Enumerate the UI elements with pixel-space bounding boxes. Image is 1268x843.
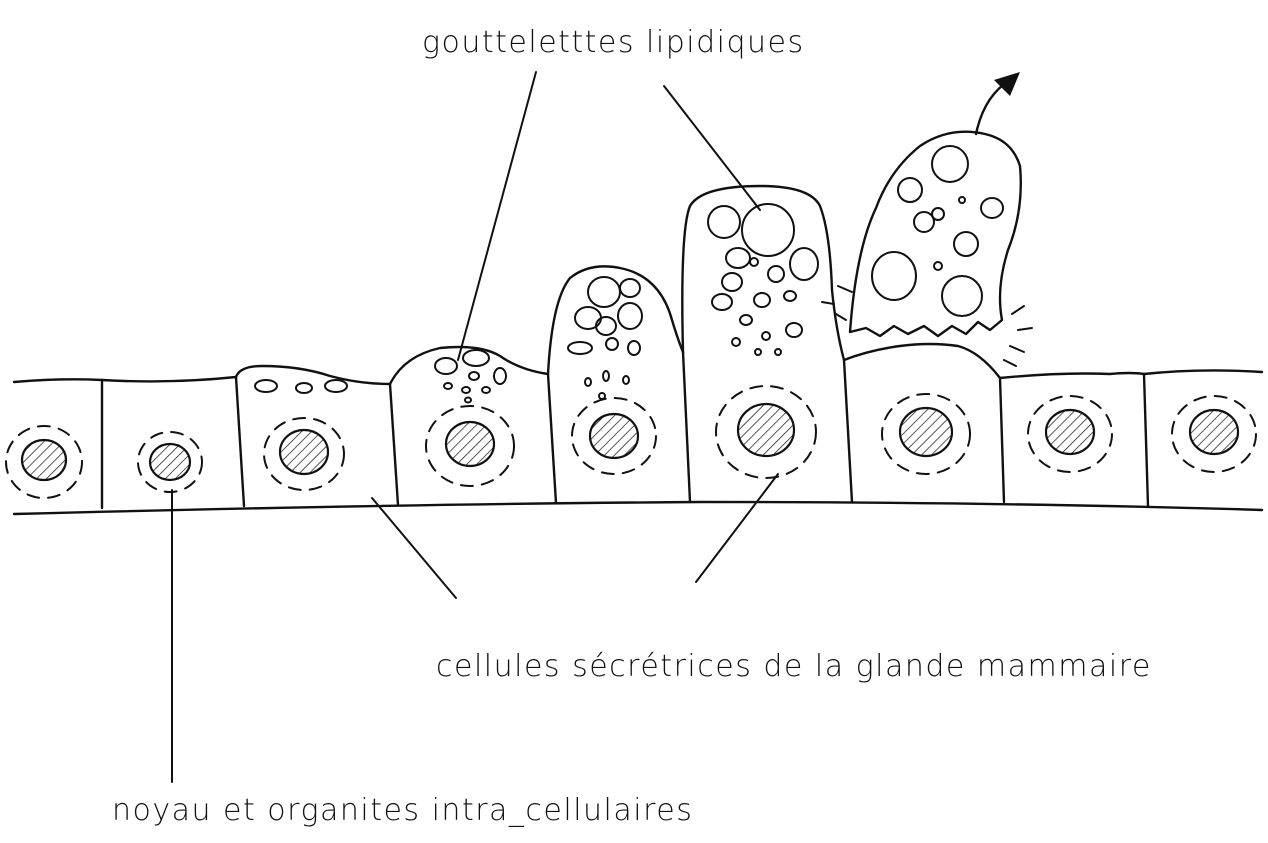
released-apical-bud <box>848 130 1022 338</box>
secretory-cell-5 <box>546 265 685 376</box>
nucleus <box>898 406 954 458</box>
nucleus <box>20 438 68 482</box>
label-secretory-cells: cellules sécrétrices de la glande mammai… <box>436 649 1152 684</box>
nucleus <box>736 402 796 458</box>
rupture-marks <box>821 285 1033 367</box>
nucleus <box>148 442 192 482</box>
secretory-cell-3 <box>234 364 392 386</box>
cell-walls <box>100 350 1150 510</box>
lipid-droplets <box>254 145 1004 404</box>
nucleus <box>444 420 496 468</box>
secretion-arrow-head <box>994 72 1020 96</box>
cell-apical-border-right <box>998 369 1264 380</box>
nuclei <box>20 402 1240 482</box>
leader-lines <box>171 71 779 783</box>
cell-apical-border-left <box>12 375 238 384</box>
label-nucleus-organelles: noyau et organites intra_cellulaires <box>112 793 693 828</box>
secretory-cell-6 <box>681 184 846 362</box>
nucleus <box>1188 408 1240 456</box>
organelles <box>5 385 1257 499</box>
secretory-cell-4 <box>388 345 550 386</box>
nucleus <box>588 412 640 460</box>
nucleus <box>278 428 330 476</box>
basement-membrane <box>12 500 1264 516</box>
secretory-cell-7 <box>842 342 1002 380</box>
nucleus <box>1044 408 1096 456</box>
label-lipid-droplets: goutteletttes lipidiques <box>422 25 805 60</box>
